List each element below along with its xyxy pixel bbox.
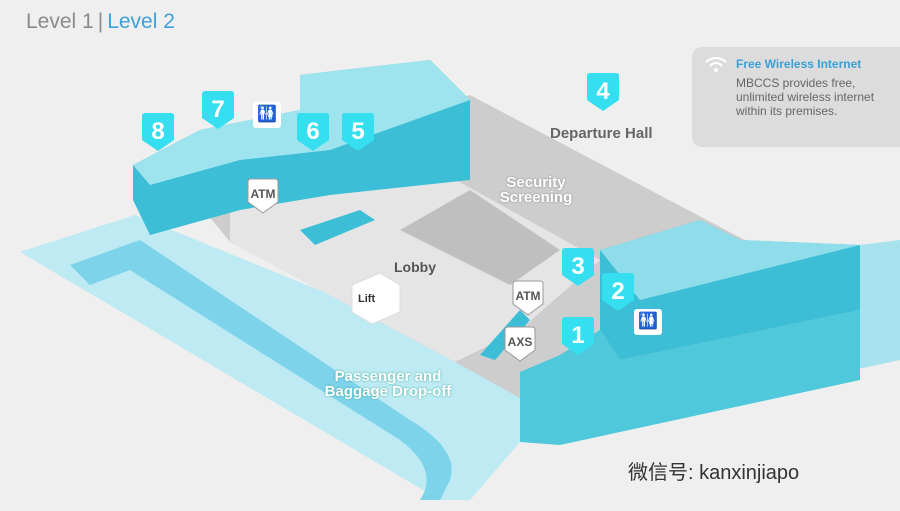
marker-number: 2	[611, 278, 625, 305]
toilet-icon[interactable]: 🚻	[634, 309, 662, 335]
info-body: MBCCS provides free, unlimited wireless …	[736, 76, 875, 118]
road	[70, 240, 452, 500]
building-right-top	[600, 220, 860, 300]
location-marker-1[interactable]: 1	[561, 316, 595, 356]
info-title: Free Wireless Internet	[736, 57, 862, 71]
marker-number: 1	[571, 322, 585, 349]
label-security: Security Screening	[499, 174, 573, 206]
location-marker-7[interactable]: 7	[201, 90, 235, 130]
building-front	[520, 310, 860, 445]
marker-number: 6	[306, 118, 320, 145]
marker-number: 5	[351, 118, 365, 145]
marker-number: 7	[211, 96, 225, 123]
marker-number: 8	[151, 118, 165, 145]
location-marker-6[interactable]: 6	[296, 112, 330, 152]
wifi-info-panel: Free Wireless Internet MBCCS provides fr…	[692, 47, 900, 147]
location-marker-4[interactable]: 4	[586, 72, 620, 112]
label-lift: Lift	[358, 293, 376, 305]
label-lobby: Lobby	[394, 259, 436, 275]
grey-floor-inner	[230, 160, 600, 362]
level-2-link[interactable]: Level 2	[107, 10, 175, 33]
marker-number: 4	[596, 78, 610, 105]
atm-badge[interactable]: ATM	[246, 178, 280, 214]
escalator-1	[300, 210, 375, 245]
label-departure-hall: Departure Hall	[550, 125, 653, 142]
atm-badge[interactable]: ATM	[511, 280, 545, 316]
wifi-icon	[705, 57, 727, 72]
watermark: 微信号: kanxinjiapo	[628, 462, 800, 484]
location-marker-8[interactable]: 8	[141, 112, 175, 152]
level-separator: |	[97, 10, 104, 33]
lift-box	[351, 272, 401, 325]
toilet-icon[interactable]: 🚻	[253, 102, 281, 128]
level-switcher: Level 1|Level 2	[26, 10, 175, 34]
location-marker-5[interactable]: 5	[341, 112, 375, 152]
axs-badge[interactable]: AXS	[503, 326, 537, 362]
marker-number: 3	[571, 253, 585, 280]
label-dropoff: Passenger and Baggage Drop-off	[324, 368, 452, 400]
level-1-link[interactable]: Level 1	[26, 10, 94, 33]
location-marker-2[interactable]: 2	[601, 272, 635, 312]
location-marker-3[interactable]: 3	[561, 247, 595, 287]
security-area	[400, 190, 560, 285]
